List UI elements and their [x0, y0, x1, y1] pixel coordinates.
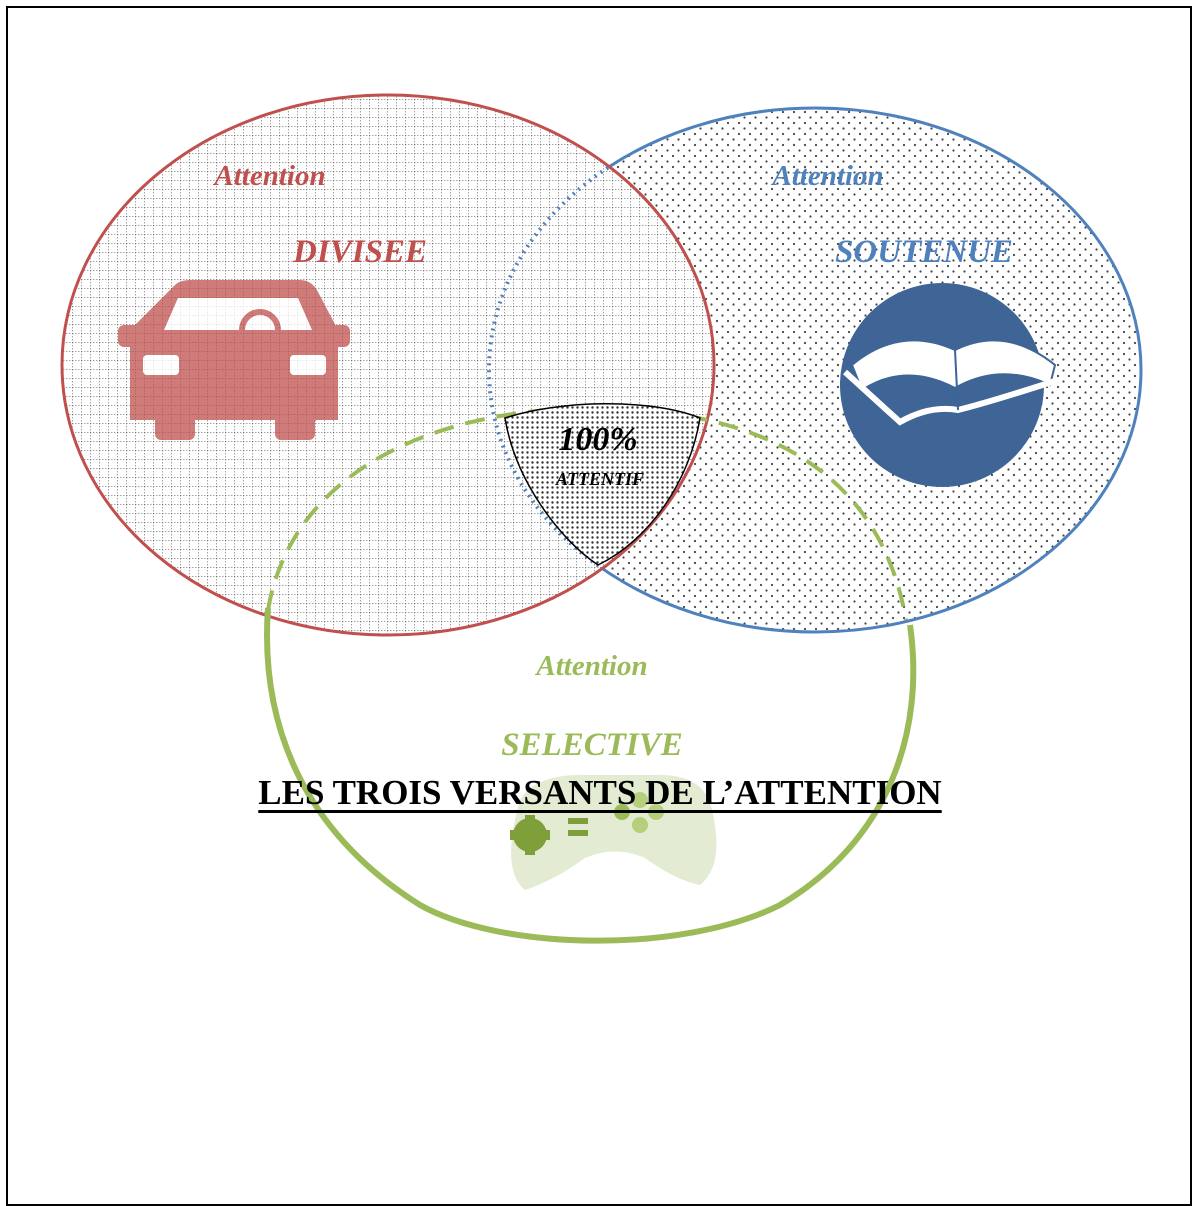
page-title: LES TROIS VERSANTS DE L’ATTENTION [258, 773, 942, 812]
center-intersection [504, 403, 701, 566]
label-selective-line2: SELECTIVE [501, 727, 683, 763]
circle-selective-lower [264, 607, 917, 944]
label-divisee-line1: Attention [212, 160, 325, 192]
label-soutenue-line2: SOUTENUE [835, 234, 1013, 270]
venn-diagram: Attention DIVISEE Attention SOUTENUE Att… [60, 93, 1143, 944]
book-icon [840, 283, 1059, 487]
label-divisee-line2: DIVISEE [292, 234, 427, 270]
car-icon [118, 280, 350, 440]
center-percent: 100% [558, 421, 637, 458]
label-selective-line1: Attention [534, 650, 647, 682]
label-soutenue-line1: Attention [770, 160, 883, 192]
overlap-arc-soutenue [487, 106, 714, 634]
gamepad-icon [510, 775, 717, 890]
center-label: ATTENTIF [555, 469, 644, 489]
